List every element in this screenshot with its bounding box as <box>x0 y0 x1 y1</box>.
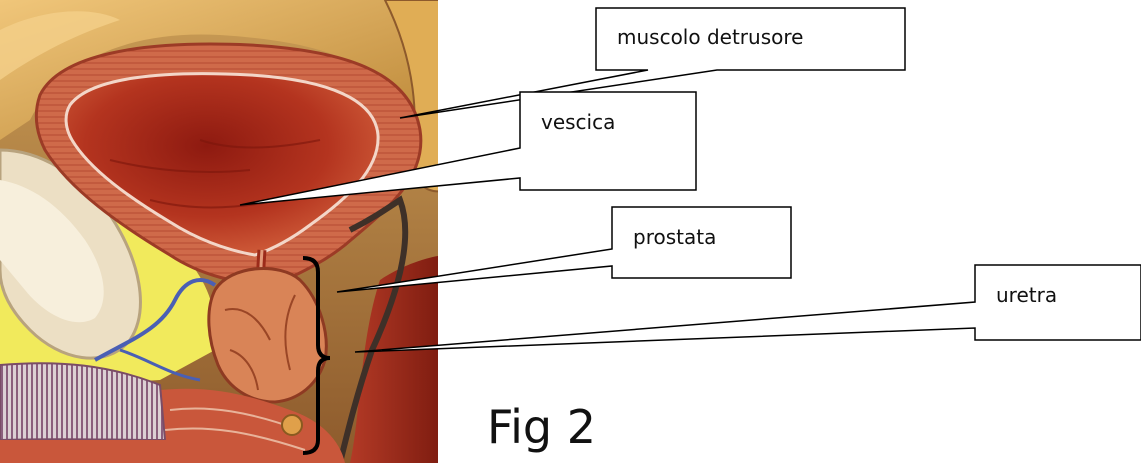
label-detrusor: muscolo detrusore <box>617 27 803 47</box>
callout-urethra <box>355 265 1141 352</box>
label-bladder: vescica <box>541 112 615 132</box>
shaft-base <box>0 440 170 463</box>
figure-caption: Fig 2 <box>487 404 596 450</box>
image-right-edge <box>438 0 445 463</box>
label-prostate: prostata <box>633 227 716 247</box>
label-urethra: uretra <box>996 285 1057 305</box>
anatomy-illustration <box>0 0 445 463</box>
bulbourethral-gland <box>282 415 302 435</box>
